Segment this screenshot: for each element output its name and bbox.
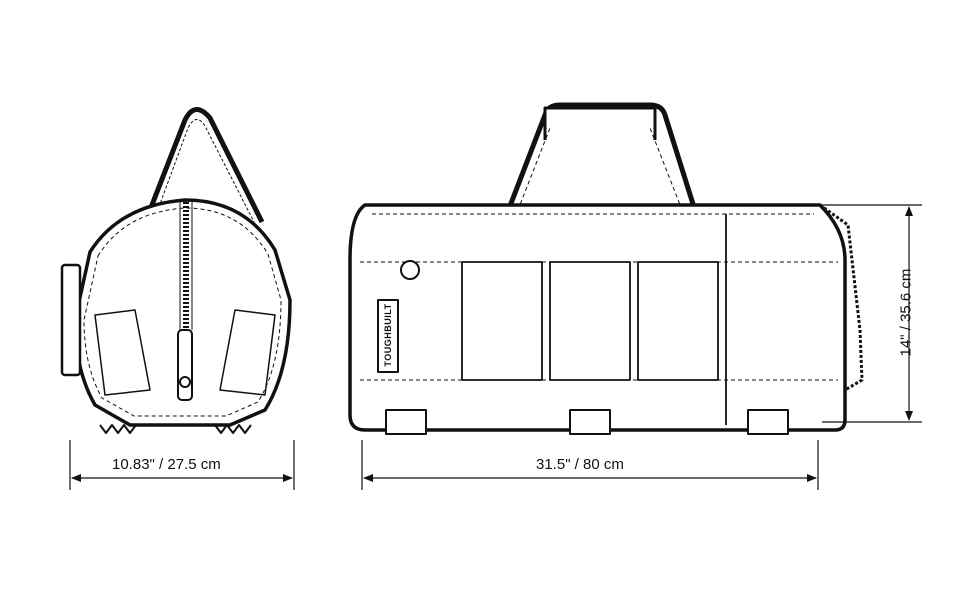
buckle (400, 260, 420, 280)
dimension-lines (69, 204, 922, 490)
foot-center (569, 409, 611, 435)
dimension-height: 14" / 35.6 cm (897, 268, 915, 357)
front-body (348, 203, 847, 432)
front-view (348, 102, 864, 435)
brand-label-box (377, 299, 399, 373)
brand-label: TOUGHBUILT (383, 303, 393, 367)
dimension-side-width: 10.83" / 27.5 cm (112, 456, 221, 473)
side-body (73, 198, 292, 427)
zipper-pull (177, 329, 193, 401)
foot-left (385, 409, 427, 435)
foot-right (747, 409, 789, 435)
side-view (60, 107, 292, 434)
dimension-front-length: 31.5" / 80 cm (536, 456, 624, 473)
